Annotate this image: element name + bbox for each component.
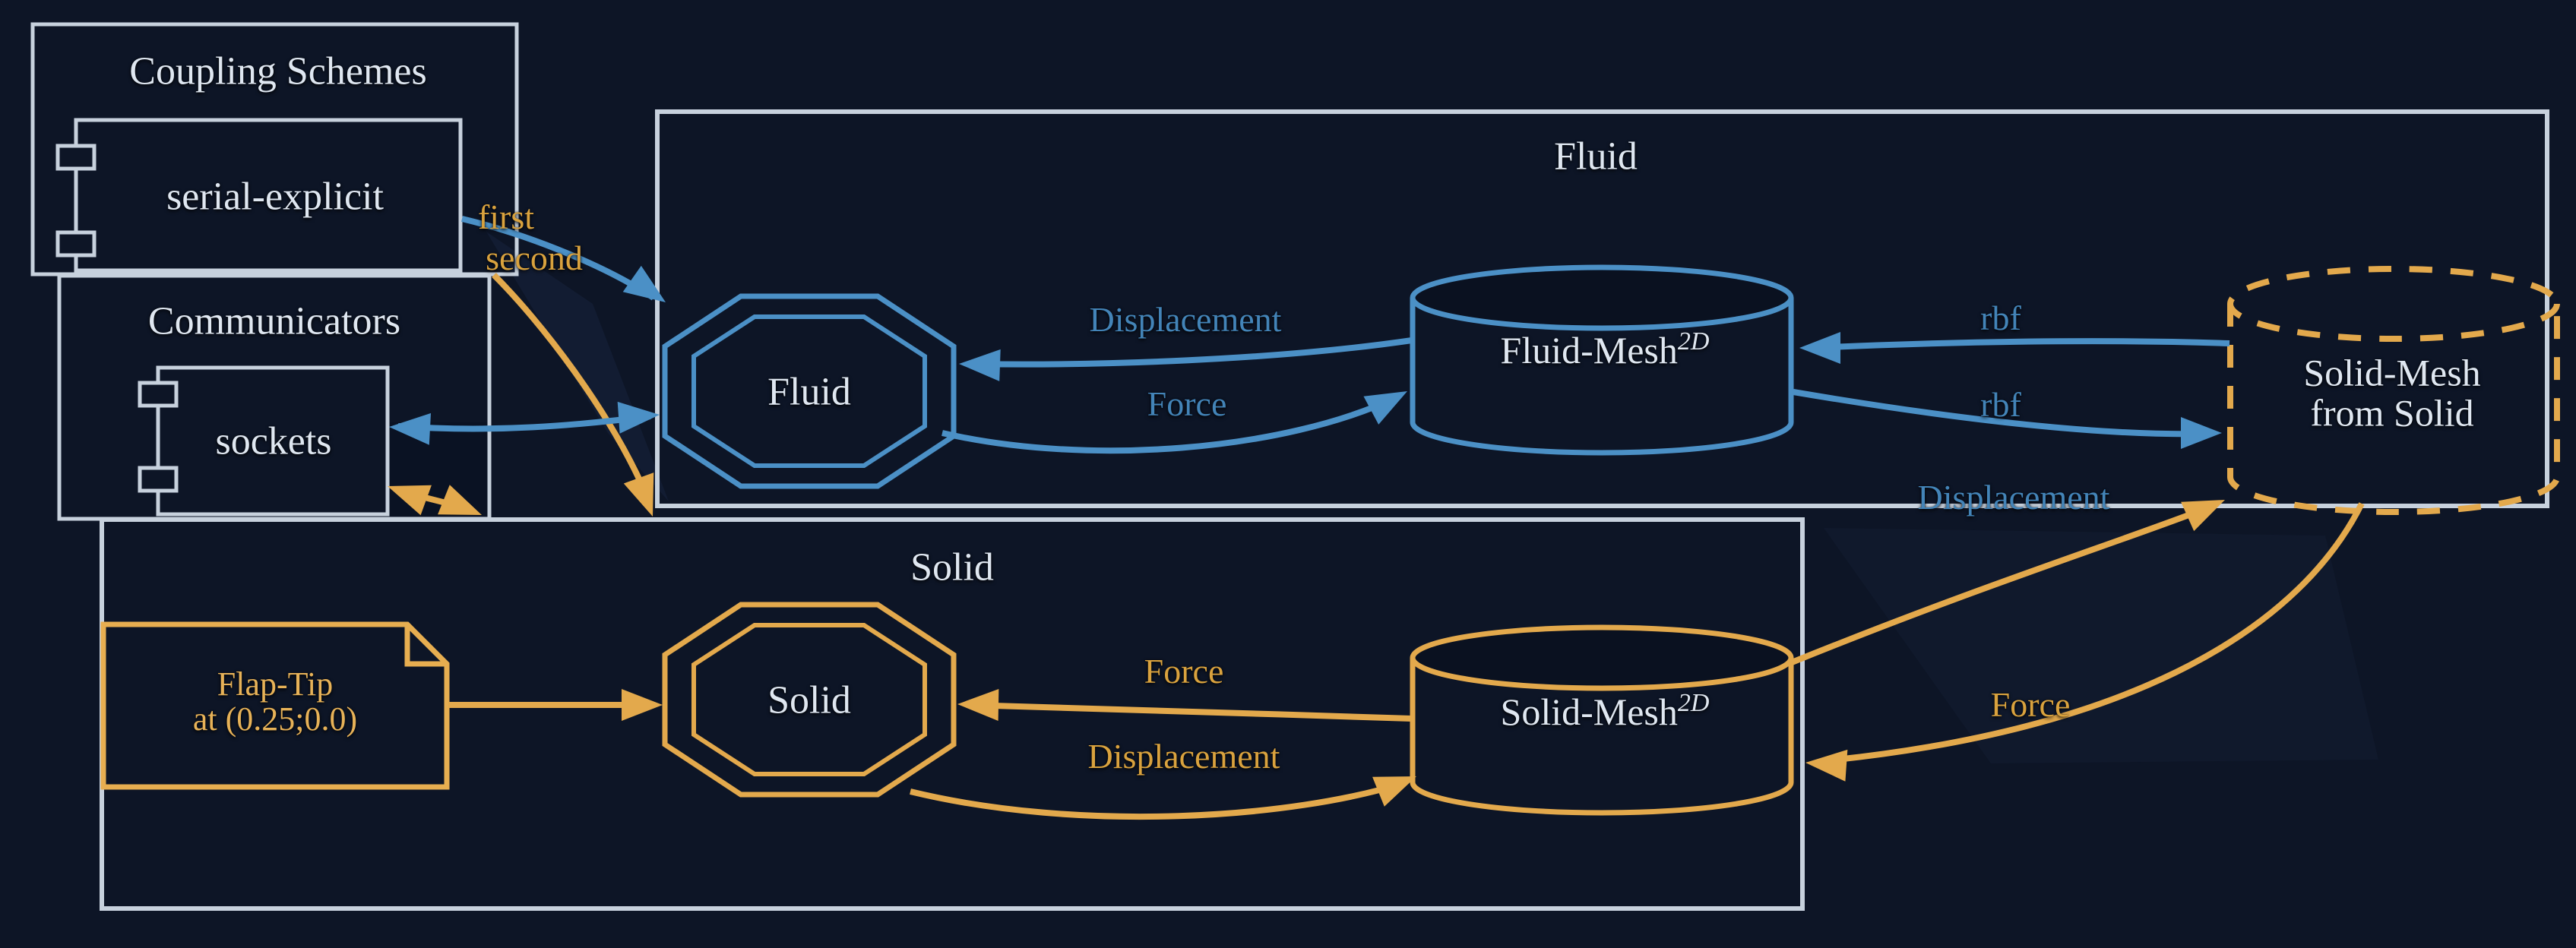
arrowhead — [2181, 500, 2225, 532]
received-mesh-line2: from Solid — [2310, 391, 2474, 434]
fluid-mesh-cylinder — [1410, 298, 1794, 456]
arrowhead — [617, 401, 660, 434]
arrowhead — [622, 689, 663, 721]
solid-displacement-label: Displacement — [1087, 736, 1280, 776]
solid-mesh-name: Solid-Mesh — [1500, 690, 1678, 733]
fluid-box-title: Fluid — [1554, 134, 1638, 179]
sockets-box — [156, 365, 390, 517]
component-icon — [138, 381, 179, 408]
flap-tip-line2: at (0.25;0.0) — [192, 700, 358, 738]
communicators-title: Communicators — [147, 299, 401, 343]
arrowhead — [623, 472, 654, 517]
fluid-mesh-cylinder-top — [1410, 264, 1794, 331]
fluid-mesh-dimension: 2D — [1677, 327, 1710, 356]
solid-mesh-cylinder — [1410, 658, 1794, 816]
exchange-displacement-label: Displacement — [1917, 477, 2110, 517]
second-edge-label: second — [486, 238, 583, 277]
shadow-polygon — [486, 232, 669, 501]
received-mesh-cylinder — [2227, 304, 2560, 515]
solid-mesh-dimension: 2D — [1677, 689, 1710, 718]
arrow-write-displacement-solid — [910, 779, 1407, 820]
fluid-displacement-label: Displacement — [1089, 299, 1282, 339]
arrow-second-line — [492, 273, 649, 495]
solid-force-label: Force — [1144, 651, 1224, 690]
arrowhead — [1805, 749, 1848, 782]
flap-tip-note-fold — [404, 624, 447, 667]
fluid-force-label: Force — [1147, 384, 1227, 423]
arrowhead — [389, 412, 432, 445]
flap-tip-label: Flap-Tip at (0.25;0.0) — [192, 665, 358, 738]
solid-mesh-cylinder-top — [1410, 624, 1794, 691]
rbf-write-label: rbf — [1980, 384, 2021, 424]
exchange-force-label: Force — [1990, 684, 2071, 724]
component-icon — [55, 144, 97, 171]
serial-explicit-label: serial-explicit — [166, 175, 384, 219]
solid-participant-octagon — [662, 602, 957, 798]
component-icon — [55, 230, 97, 258]
solid-box-title: Solid — [910, 545, 994, 589]
arrow-exchange-displacement — [1790, 503, 2214, 665]
arrowhead — [622, 265, 666, 302]
solid-participant-octagon-inner — [691, 623, 927, 776]
received-mesh-label: Solid-Mesh from Solid — [2303, 351, 2481, 434]
rbf-read-label: rbf — [1980, 298, 2021, 337]
flap-tip-note — [100, 621, 450, 790]
fluid-octagon-label: Fluid — [767, 370, 851, 414]
received-mesh-line1: Solid-Mesh — [2303, 351, 2481, 394]
arrowhead — [2181, 417, 2222, 449]
arrowhead — [388, 485, 432, 516]
component-icon — [138, 466, 179, 493]
solid-mesh-label: Solid-Mesh2D — [1500, 689, 1710, 733]
arrowhead — [1363, 391, 1407, 425]
arrow-mapping-rbf-read — [1811, 338, 2230, 351]
fluid-mesh-name: Fluid-Mesh — [1500, 328, 1678, 371]
arrow-mapping-rbf-write — [1793, 389, 2210, 438]
solid-octagon-label: Solid — [767, 678, 851, 722]
arrowhead — [957, 688, 999, 721]
arrowhead — [1799, 332, 1840, 364]
shadow-polygon — [1824, 528, 2378, 763]
arrowhead — [1372, 776, 1416, 807]
arrowhead — [959, 349, 1001, 381]
fluid-participant-octagon-inner — [691, 314, 927, 468]
received-mesh-cylinder-top — [2227, 266, 2560, 342]
arrow-write-force-fluid — [941, 393, 1400, 454]
coupling-schemes-title: Coupling Schemes — [129, 49, 427, 93]
arrow-exchange-force — [1821, 502, 2365, 764]
flap-tip-line1: Flap-Tip — [217, 665, 334, 703]
fluid-mesh-label: Fluid-Mesh2D — [1500, 327, 1710, 371]
arrowhead — [438, 485, 482, 515]
arrow-read-displacement-fluid — [969, 337, 1413, 368]
serial-explicit-box — [74, 118, 463, 273]
first-edge-label: first — [477, 197, 535, 236]
sockets-label: sockets — [215, 419, 332, 463]
arrow-read-force-solid — [967, 702, 1413, 722]
fluid-participant-box — [655, 109, 2549, 508]
